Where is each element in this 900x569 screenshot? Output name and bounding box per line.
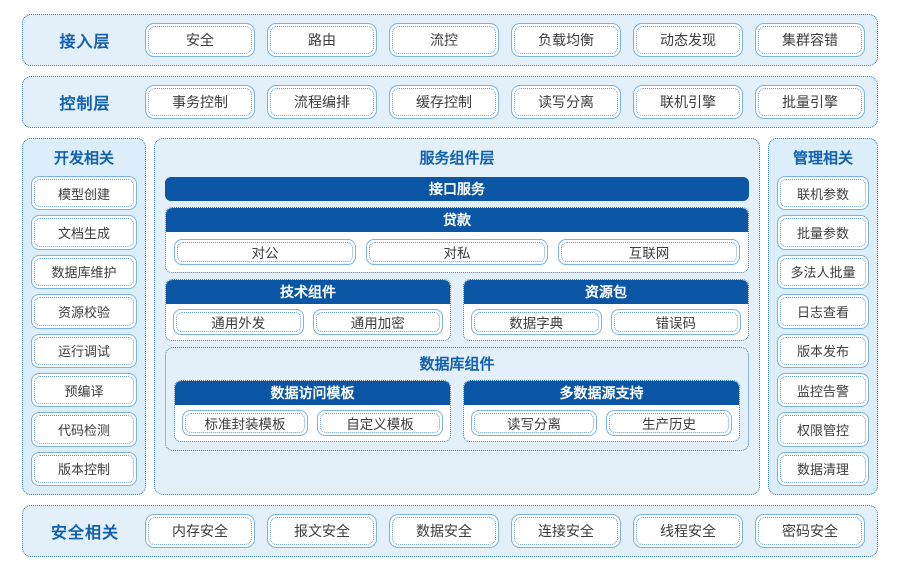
card-tech-component: 技术组件 通用外发 通用加密 xyxy=(165,279,451,341)
band-access-layer: 接入层 安全 路由 流控 负载均衡 动态发现 集群容错 xyxy=(22,14,878,66)
pill-access-2[interactable]: 流控 xyxy=(389,23,499,57)
band-control-layer: 控制层 事务控制 流程编排 缓存控制 读写分离 联机引擎 批量引擎 xyxy=(22,76,878,128)
resource-item-0[interactable]: 数据字典 xyxy=(471,309,602,335)
pill-security-1[interactable]: 报文安全 xyxy=(267,514,377,548)
pill-security-2[interactable]: 数据安全 xyxy=(389,514,499,548)
sidebar-item-dev-1[interactable]: 文档生成 xyxy=(31,215,137,250)
band-label-access-layer: 接入层 xyxy=(59,34,111,51)
card-body-loan: 对公 对私 互联网 xyxy=(166,232,748,272)
card-body-resource-package: 数据字典 错误码 xyxy=(464,304,748,340)
service-component-layer: 服务组件层 接口服务 贷款 对公 对私 互联网 技术组件 通用外发 通用加密 xyxy=(154,138,760,495)
sidebar-item-mgmt-1[interactable]: 批量参数 xyxy=(777,215,869,250)
sidebar-item-mgmt-4[interactable]: 版本发布 xyxy=(777,333,869,368)
pill-control-1[interactable]: 流程编排 xyxy=(267,85,377,119)
sidebar-item-dev-5[interactable]: 预编译 xyxy=(31,372,137,408)
pill-access-0[interactable]: 安全 xyxy=(145,23,255,57)
sidebar-item-mgmt-6[interactable]: 权限管控 xyxy=(777,412,869,447)
sidebar-development: 开发相关 模型创建 文档生成 数据库维护 资源校验 运行调试 预编译 代码检测 … xyxy=(22,138,146,495)
card-head-resource-package[interactable]: 资源包 xyxy=(464,280,748,304)
pill-control-4[interactable]: 联机引擎 xyxy=(633,85,743,119)
multi-datasource-item-1[interactable]: 生产历史 xyxy=(606,410,732,436)
card-head-loan[interactable]: 贷款 xyxy=(166,208,748,232)
sidebar-item-dev-4[interactable]: 运行调试 xyxy=(31,333,137,368)
card-head-multi-datasource[interactable]: 多数据源支持 xyxy=(464,381,739,405)
sidebar-item-mgmt-7[interactable]: 数据清理 xyxy=(777,451,869,486)
tech-item-1[interactable]: 通用加密 xyxy=(312,309,443,335)
bar-interface-service[interactable]: 接口服务 xyxy=(165,177,749,201)
sidebar-title-management: 管理相关 xyxy=(792,150,853,167)
sidebar-item-mgmt-3[interactable]: 日志查看 xyxy=(777,294,869,329)
card-resource-package: 资源包 数据字典 错误码 xyxy=(463,279,749,341)
pill-control-2[interactable]: 缓存控制 xyxy=(389,85,499,119)
data-access-item-0[interactable]: 标准封装模板 xyxy=(182,410,308,436)
pill-security-5[interactable]: 密码安全 xyxy=(755,514,865,548)
pill-access-1[interactable]: 路由 xyxy=(267,23,377,57)
band-label-security-related: 安全相关 xyxy=(50,525,119,542)
pill-access-3[interactable]: 负载均衡 xyxy=(511,23,621,57)
loan-item-1[interactable]: 对私 xyxy=(366,239,548,265)
tech-item-0[interactable]: 通用外发 xyxy=(173,309,304,335)
group-database-component: 数据库组件 数据访问模板 标准封装模板 自定义模板 多数据源支持 读写分离 生 xyxy=(165,347,749,451)
pill-security-0[interactable]: 内存安全 xyxy=(145,514,255,548)
sidebar-management: 管理相关 联机参数 批量参数 多法人批量 日志查看 版本发布 监控告警 权限管控… xyxy=(768,138,878,495)
card-multi-datasource: 多数据源支持 读写分离 生产历史 xyxy=(463,380,740,442)
sidebar-item-dev-3[interactable]: 资源校验 xyxy=(31,294,137,329)
sidebar-item-dev-6[interactable]: 代码检测 xyxy=(31,412,137,447)
middle-region: 开发相关 模型创建 文档生成 数据库维护 资源校验 运行调试 预编译 代码检测 … xyxy=(22,138,878,495)
card-body-tech-component: 通用外发 通用加密 xyxy=(166,304,450,340)
data-access-item-1[interactable]: 自定义模板 xyxy=(317,410,443,436)
pill-control-0[interactable]: 事务控制 xyxy=(145,85,255,119)
card-loan: 贷款 对公 对私 互联网 xyxy=(165,207,749,273)
sidebar-item-mgmt-5[interactable]: 监控告警 xyxy=(777,372,869,408)
loan-item-2[interactable]: 互联网 xyxy=(558,239,740,265)
sidebar-item-dev-2[interactable]: 数据库维护 xyxy=(31,254,137,290)
card-data-access-template: 数据访问模板 标准封装模板 自定义模板 xyxy=(174,380,451,442)
loan-item-0[interactable]: 对公 xyxy=(174,239,356,265)
pill-access-4[interactable]: 动态发现 xyxy=(633,23,743,57)
resource-item-1[interactable]: 错误码 xyxy=(610,309,741,335)
row-tech-resource: 技术组件 通用外发 通用加密 资源包 数据字典 错误码 xyxy=(165,279,749,341)
pill-security-4[interactable]: 线程安全 xyxy=(633,514,743,548)
row-database-cards: 数据访问模板 标准封装模板 自定义模板 多数据源支持 读写分离 生产历史 xyxy=(174,380,740,442)
sidebar-item-dev-0[interactable]: 模型创建 xyxy=(31,176,137,211)
sidebar-title-development: 开发相关 xyxy=(53,150,114,167)
pill-access-5[interactable]: 集群容错 xyxy=(755,23,865,57)
pill-control-5[interactable]: 批量引擎 xyxy=(755,85,865,119)
center-title-service-layer: 服务组件层 xyxy=(419,150,495,167)
band-security-related: 安全相关 内存安全 报文安全 数据安全 连接安全 线程安全 密码安全 xyxy=(22,505,878,557)
multi-datasource-item-0[interactable]: 读写分离 xyxy=(471,410,597,436)
sidebar-item-mgmt-2[interactable]: 多法人批量 xyxy=(777,254,869,290)
band-label-control-layer: 控制层 xyxy=(59,96,111,113)
pill-control-3[interactable]: 读写分离 xyxy=(511,85,621,119)
band-items-security-related: 内存安全 报文安全 数据安全 连接安全 线程安全 密码安全 xyxy=(145,514,865,548)
band-items-control-layer: 事务控制 流程编排 缓存控制 读写分离 联机引擎 批量引擎 xyxy=(145,85,865,119)
sidebar-item-dev-7[interactable]: 版本控制 xyxy=(31,451,137,486)
sidebar-item-mgmt-0[interactable]: 联机参数 xyxy=(777,176,869,211)
card-body-data-access-template: 标准封装模板 自定义模板 xyxy=(175,405,450,441)
band-items-access-layer: 安全 路由 流控 负载均衡 动态发现 集群容错 xyxy=(145,23,865,57)
pill-security-3[interactable]: 连接安全 xyxy=(511,514,621,548)
card-head-data-access-template[interactable]: 数据访问模板 xyxy=(175,381,450,405)
card-head-tech-component[interactable]: 技术组件 xyxy=(166,280,450,304)
card-body-multi-datasource: 读写分离 生产历史 xyxy=(464,405,739,441)
group-title-database-component: 数据库组件 xyxy=(419,356,495,373)
